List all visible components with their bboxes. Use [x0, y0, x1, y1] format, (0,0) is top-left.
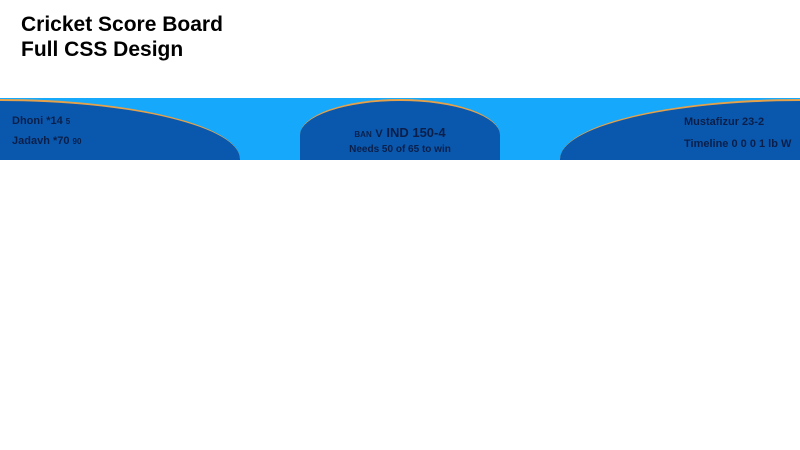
match-score: BAN V IND 150-4 [300, 125, 500, 140]
target-text: Needs 50 of 65 to win [349, 144, 451, 155]
batsman-2-balls: 90 [72, 137, 82, 146]
batsman-1-score: Dhoni *14 [12, 115, 63, 127]
bowler-panel: Mustafizur 23-2 Timeline 0 0 0 1 lb W [560, 99, 800, 160]
team-2-score: IND 150-4 [386, 125, 446, 140]
versus: V [375, 128, 383, 140]
batsman-1-balls: 5 [65, 117, 71, 126]
team-1: BAN [354, 130, 372, 139]
scoreboard-bar: Dhoni *14 5 Jadavh *70 90 BAN V IND 150-… [0, 98, 800, 160]
score-panel: BAN V IND 150-4 Needs 50 of 65 to win [300, 99, 500, 160]
over-timeline: Timeline 0 0 0 1 lb W [684, 138, 792, 150]
title-line-2: Full CSS Design [21, 38, 184, 61]
batsman-2-score: Jadavh *70 [12, 135, 70, 147]
page-title: Cricket Score Board Full CSS Design [21, 12, 223, 62]
batsman-2: Jadavh *70 90 [12, 135, 81, 147]
title-line-1: Cricket Score Board [21, 13, 223, 36]
batsmen-panel: Dhoni *14 5 Jadavh *70 90 [0, 99, 240, 160]
bowler-figures: Mustafizur 23-2 [684, 116, 765, 128]
batsman-1: Dhoni *14 5 [12, 115, 70, 127]
